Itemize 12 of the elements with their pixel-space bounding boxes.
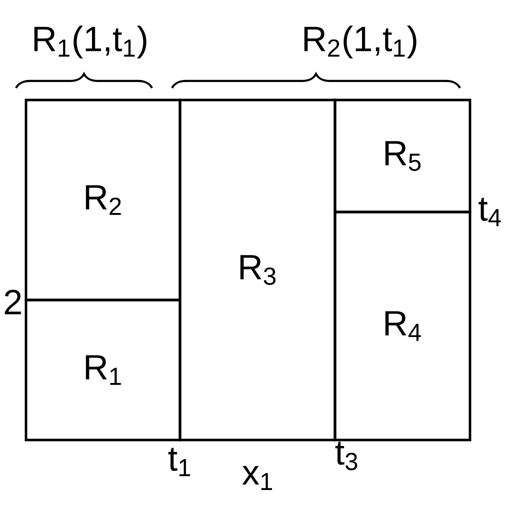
region-box: R$_{1}$	[24, 298, 182, 442]
region-box: R$_{2}$	[24, 98, 182, 302]
axis-label: x$_{1}$	[242, 466, 272, 490]
axis-label: 2	[4, 290, 21, 314]
axis-label: t$_{1}$	[168, 448, 190, 476]
axis-label: R$_{1}$(1,t$_{1}$)	[34, 26, 146, 58]
region-box: R$_{5}$	[334, 98, 472, 214]
axis-label: t$_{3}$	[335, 442, 358, 470]
region-box: R$_{3}$	[178, 98, 336, 442]
axis-label: t$_{4}$	[478, 198, 501, 226]
region-box: R$_{4}$	[334, 210, 472, 442]
axis-label: R$_{2}$(1,t$_{1}$)	[304, 26, 416, 58]
